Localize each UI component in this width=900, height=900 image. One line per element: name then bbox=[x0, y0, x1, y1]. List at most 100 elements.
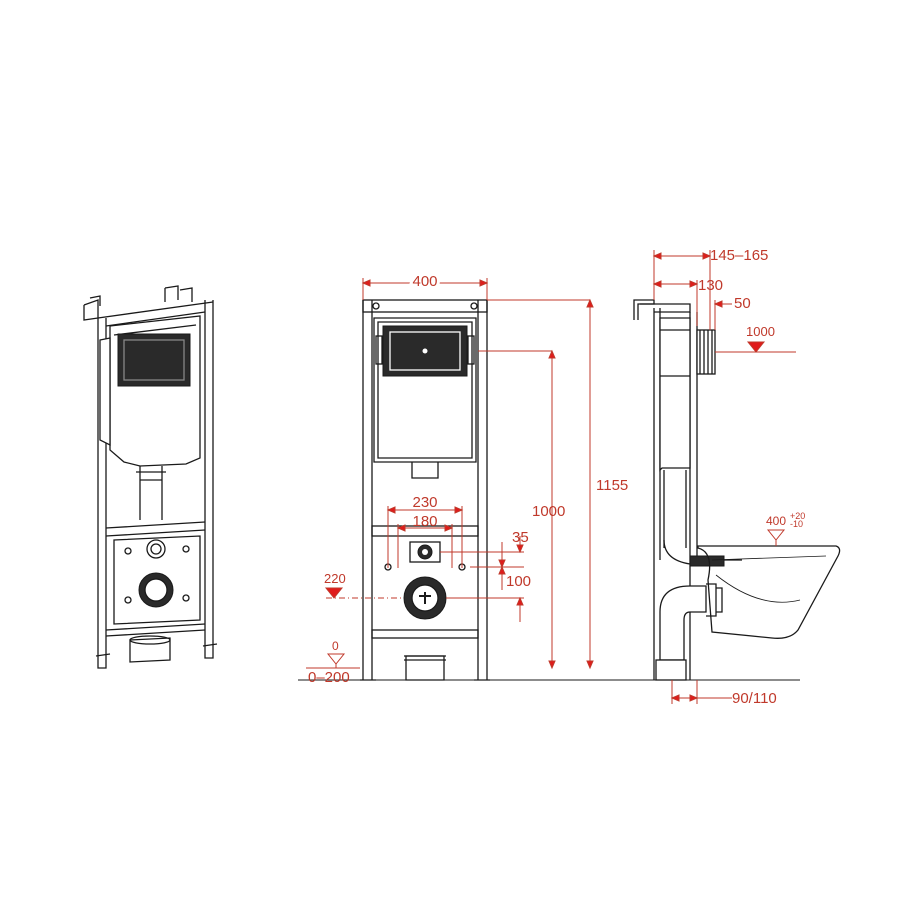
front-drain-stub-rim bbox=[404, 655, 446, 661]
iso-downpipe-collar bbox=[136, 471, 166, 481]
iso-water-inlet-inner bbox=[150, 543, 162, 555]
iso-mounting-plate bbox=[113, 535, 201, 625]
side-top-hook bbox=[633, 299, 655, 320]
dim-1155-line bbox=[487, 299, 591, 668]
side-drain-flange-2 bbox=[716, 587, 723, 613]
iso-feet bbox=[95, 643, 218, 657]
front-drain-mark bbox=[419, 592, 431, 604]
dim-50-line bbox=[696, 300, 732, 330]
front-downpipe-neck bbox=[411, 462, 439, 479]
side-wc-bowl-inner bbox=[711, 555, 827, 603]
dim-1000-label: 1000 bbox=[532, 503, 565, 520]
dim-130-arrows bbox=[652, 280, 699, 288]
iso-top-right-tab-2 bbox=[179, 287, 193, 302]
dim-1155-arrows bbox=[586, 298, 594, 670]
front-right-upright bbox=[477, 300, 488, 680]
side-cistern-bands bbox=[660, 329, 690, 377]
dim-220-label: 220 bbox=[324, 571, 346, 586]
dim-90-110-arrows bbox=[670, 694, 699, 702]
iso-bottom-rail bbox=[105, 623, 206, 637]
dim-0-label: 0 bbox=[332, 639, 339, 653]
side-floor-stub bbox=[655, 659, 687, 681]
level-0-marker-icon bbox=[326, 653, 346, 665]
side-dimensions: 145–165 130 50 1000 400 +20 -10 90/110 bbox=[652, 247, 805, 707]
dim-145-165-arrows bbox=[652, 252, 712, 260]
iso-downpipe bbox=[139, 466, 163, 520]
dim-400-label: 400 bbox=[412, 273, 437, 290]
side-flush-plate-ribs bbox=[699, 330, 713, 374]
iso-right-upright bbox=[204, 300, 214, 650]
front-cistern-inner bbox=[377, 321, 473, 459]
side-bowl-bracket bbox=[689, 555, 725, 567]
dim-180-arrows bbox=[396, 524, 454, 532]
level-1000-marker-icon bbox=[746, 341, 766, 353]
front-dimensions: 400 1155 1000 230 180 35 100 220 0 0–200 bbox=[306, 270, 628, 686]
iso-bolt-lower-left bbox=[124, 596, 132, 604]
iso-drain-stub bbox=[129, 637, 171, 663]
iso-bolt-left bbox=[124, 547, 132, 555]
side-frame-back bbox=[653, 308, 661, 680]
front-clip-right bbox=[467, 335, 475, 365]
dim-100-label: 100 bbox=[506, 573, 531, 590]
dim-0-200-label: 0–200 bbox=[308, 669, 350, 686]
front-middle-rail bbox=[371, 525, 479, 537]
dim-offset-ticks bbox=[501, 536, 521, 622]
level-0-line bbox=[306, 664, 360, 669]
front-top-hole-left bbox=[372, 302, 380, 310]
front-flush-button bbox=[422, 348, 428, 354]
iso-bolt-right bbox=[182, 545, 190, 553]
iso-top-left-bracket bbox=[83, 299, 99, 321]
dim-90-110-label: 90/110 bbox=[732, 690, 777, 707]
dim-1000-line bbox=[478, 350, 553, 668]
dim-bowl-tol-minus: -10 bbox=[790, 519, 803, 529]
iso-bolt-lower-right bbox=[182, 594, 190, 602]
iso-side-tank bbox=[99, 337, 111, 447]
dim-180-label: 180 bbox=[412, 513, 437, 530]
dim-400-arrows bbox=[361, 279, 489, 287]
side-downpipe-bend bbox=[663, 539, 691, 565]
iso-top-left-tab bbox=[89, 295, 101, 306]
dim-offset-arrows bbox=[498, 544, 524, 606]
dim-130-label: 130 bbox=[698, 277, 723, 294]
iso-top-rail bbox=[97, 301, 214, 327]
front-left-upright bbox=[362, 300, 373, 680]
dim-400-line bbox=[362, 278, 488, 300]
level-bowl-marker-icon bbox=[766, 529, 786, 546]
side-top-arm bbox=[640, 303, 691, 313]
dim-side-1000-label: 1000 bbox=[746, 324, 775, 339]
dim-35-label: 35 bbox=[512, 529, 529, 546]
dim-90-110-line bbox=[671, 680, 732, 704]
front-view bbox=[298, 299, 600, 681]
front-top-rail bbox=[362, 299, 488, 313]
dim-230-label: 230 bbox=[412, 494, 437, 511]
iso-flush-plate bbox=[117, 333, 191, 387]
dim-145-165-label: 145–165 bbox=[710, 247, 768, 264]
dim-1000-arrows bbox=[548, 349, 556, 670]
front-flush-panel bbox=[389, 331, 461, 371]
iso-top-right-tab bbox=[164, 285, 179, 302]
side-drain-elbow bbox=[659, 585, 707, 661]
side-cistern bbox=[659, 317, 691, 472]
dim-offset-extension bbox=[440, 551, 524, 599]
side-wc-bowl bbox=[697, 545, 841, 639]
iso-drain-stub-rim bbox=[129, 635, 171, 645]
iso-flush-panel bbox=[123, 339, 185, 381]
iso-feet-posts bbox=[97, 650, 214, 669]
dim-bowl-tol-plus: +20 bbox=[790, 511, 805, 521]
dim-50-label: 50 bbox=[734, 295, 751, 312]
iso-water-inlet bbox=[146, 539, 166, 559]
dim-230-line bbox=[387, 506, 463, 568]
side-frame-front bbox=[689, 312, 698, 680]
iso-drain-inner bbox=[144, 578, 168, 602]
level-220-marker-icon bbox=[324, 587, 344, 599]
isometric-view bbox=[83, 285, 218, 669]
dim-230-arrows bbox=[386, 506, 464, 514]
dim-145-165-line bbox=[653, 250, 711, 330]
dim-180-line bbox=[397, 524, 453, 568]
front-lower-rail bbox=[371, 629, 479, 639]
iso-middle-rail bbox=[105, 521, 206, 537]
iso-cistern-edge bbox=[113, 324, 197, 336]
front-clip-left bbox=[375, 335, 383, 365]
